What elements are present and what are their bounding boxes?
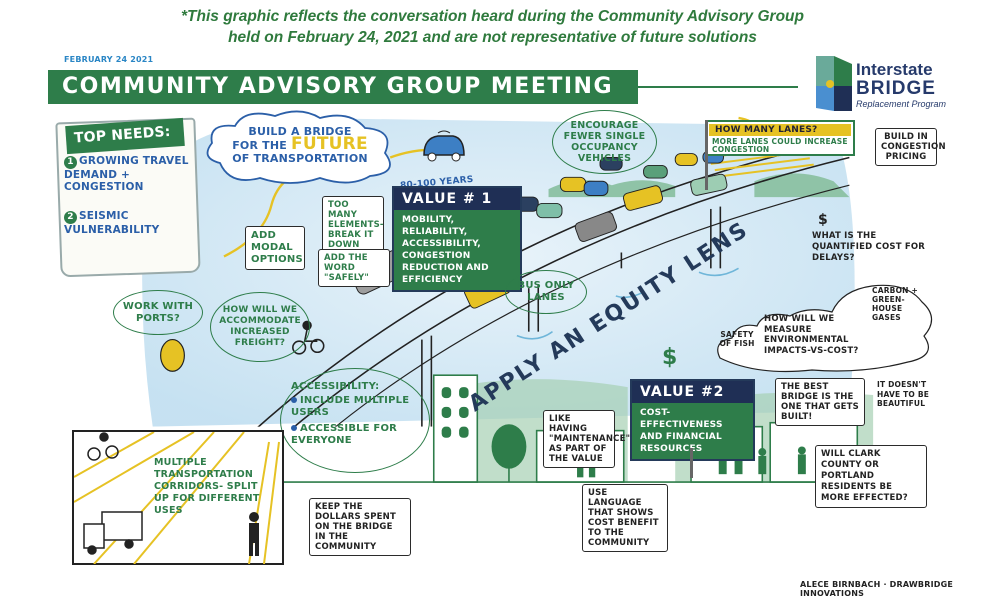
lanes-sign-body: MORE LANES COULD INCREASE CONGESTION bbox=[712, 137, 848, 154]
note-add-modal-options: ADD MODAL OPTIONS bbox=[245, 226, 305, 270]
cloud-line-3: OF TRANSPORTATION bbox=[232, 152, 368, 165]
value-2-title: VALUE #2 bbox=[632, 381, 753, 403]
autonomous-car-icon bbox=[423, 130, 465, 162]
value-2-body: COST-EFFECTIVENESS AND FINANCIAL RESOURC… bbox=[640, 408, 723, 454]
cloud-shape bbox=[206, 110, 391, 184]
note-encourage-fewer-sov: ENCOURAGE FEWER SINGLE OCCUPANCY VEHICLE… bbox=[552, 110, 657, 174]
environment-clouds bbox=[717, 284, 933, 373]
cloud-highlight: FUTURE bbox=[291, 134, 368, 154]
value-2-box: VALUE #2 COST-EFFECTIVENESS AND FINANCIA… bbox=[630, 379, 755, 461]
note-congestion-pricing: BUILD IN CONGESTION PRICING bbox=[875, 128, 946, 166]
car bbox=[643, 164, 668, 179]
lanes-sign: HOW MANY LANES? MORE LANES COULD INCREAS… bbox=[705, 120, 855, 156]
number-badge: 1 bbox=[64, 156, 77, 169]
logo-line-3: Replacement Program bbox=[856, 99, 947, 109]
note-work-with-ports: WORK WITH PORTS? bbox=[113, 290, 203, 335]
page-title: COMMUNITY ADVISORY GROUP MEETING bbox=[48, 70, 638, 104]
accessibility-note: ACCESSIBILITY: INCLUDE MULTIPLE USERS AC… bbox=[280, 368, 430, 473]
top-need-text: GROWING TRAVEL DEMAND + CONGESTION bbox=[64, 155, 189, 193]
note-bus-only-lanes: BUS ONLY LANES bbox=[505, 270, 587, 314]
note-clark-county: WILL CLARK COUNTY OR PORTLAND RESIDENTS … bbox=[815, 445, 927, 508]
note-cost-of-delays: WHAT IS THE QUANTIFIED COST FOR DELAYS? bbox=[812, 231, 926, 263]
ibr-logo-icon bbox=[816, 56, 852, 111]
corridors-box: MULTIPLE TRANSPORTATION CORRIDORS- SPLIT… bbox=[72, 430, 284, 565]
meeting-date: FEBRUARY 24 2021 bbox=[64, 55, 154, 64]
number-badge: 2 bbox=[64, 211, 77, 224]
cloud-line-2: FOR THE bbox=[232, 139, 288, 152]
note-best-bridge: THE BEST BRIDGE IS THE ONE THAT GETS BUI… bbox=[775, 378, 865, 426]
note-add-safely: ADD THE WORD "SAFELY" bbox=[318, 249, 390, 287]
car bbox=[536, 202, 563, 219]
disclaimer-line-1: *This graphic reflects the conversation … bbox=[181, 8, 804, 25]
bullet-icon bbox=[291, 397, 297, 403]
artist-credit: ALECE BIRNBACH · DRAWBRIDGE INNOVATIONS bbox=[800, 580, 954, 598]
cloud-line-1: BUILD A BRIDGE bbox=[248, 125, 352, 138]
note-increased-freight: HOW WILL WE ACCOMMODATE INCREASED FREIGH… bbox=[210, 292, 310, 362]
car bbox=[559, 176, 587, 193]
accessibility-item: INCLUDE MULTIPLE USERS bbox=[291, 395, 410, 418]
tree bbox=[491, 424, 527, 469]
accessibility-item: ACCESSIBLE FOR EVERYONE bbox=[291, 423, 398, 446]
disclaimer-line-2: held on February 24, 2021 and are not re… bbox=[228, 29, 757, 46]
value-1-title: VALUE # 1 bbox=[394, 188, 520, 210]
logo-line-1: Interstate bbox=[856, 60, 933, 79]
car bbox=[674, 153, 698, 166]
dollar-icon: $ bbox=[662, 345, 678, 370]
accessibility-heading: ACCESSIBILITY: bbox=[291, 381, 380, 392]
note-carbon-ghg: CARBON + GREEN- HOUSE GASES bbox=[872, 286, 918, 322]
top-need-text: SEISMIC VULNERABILITY bbox=[64, 210, 160, 236]
car bbox=[583, 180, 609, 196]
bullet-icon bbox=[291, 425, 297, 431]
sign-post bbox=[705, 120, 708, 190]
bus bbox=[622, 185, 663, 211]
truck-icon bbox=[83, 511, 143, 555]
value-1-box: VALUE # 1 MOBILITY, RELIABILITY, ACCESSI… bbox=[392, 186, 522, 292]
note-environmental-impacts: HOW WILL WE MEASURE ENVIRONMENTAL IMPACT… bbox=[764, 314, 859, 356]
sign-post bbox=[690, 448, 693, 478]
cyclist-icon bbox=[87, 432, 119, 461]
note-not-beautiful: IT DOESN'T HAVE TO BE BEAUTIFUL bbox=[877, 380, 930, 408]
note-use-language: USE LANGUAGE THAT SHOWS COST BENEFIT TO … bbox=[582, 484, 668, 552]
future-cloud-text: BUILD A BRIDGE FOR THE FUTURE OF TRANSPO… bbox=[220, 125, 380, 165]
note-maintenance: LIKE HAVING "MAINTENANCE" AS PART OF THE… bbox=[543, 410, 630, 468]
note-multiple-corridors: MULTIPLE TRANSPORTATION CORRIDORS- SPLIT… bbox=[154, 457, 260, 516]
bus bbox=[574, 211, 618, 242]
value-1-body: MOBILITY, RELIABILITY, ACCESSIBILITY, CO… bbox=[402, 215, 489, 285]
dollar-icon: $ bbox=[818, 212, 828, 228]
pedestrian-icon bbox=[249, 512, 259, 556]
disclaimer: *This graphic reflects the conversation … bbox=[0, 6, 985, 48]
note-keep-dollars: KEEP THE DOLLARS SPENT ON THE BRIDGE IN … bbox=[309, 498, 411, 556]
lightbulb-icon bbox=[160, 338, 185, 372]
corridor-lines bbox=[74, 432, 280, 564]
note-too-many-elements: TOO MANY ELEMENTS- BREAK IT DOWN bbox=[322, 196, 384, 254]
logo-line-2: BRIDGE bbox=[856, 78, 936, 99]
windows bbox=[441, 387, 469, 438]
note-safety-of-fish: SAFETY OF FISH bbox=[719, 330, 755, 348]
banner-underline bbox=[638, 86, 798, 88]
lanes-sign-title: HOW MANY LANES? bbox=[709, 124, 851, 136]
